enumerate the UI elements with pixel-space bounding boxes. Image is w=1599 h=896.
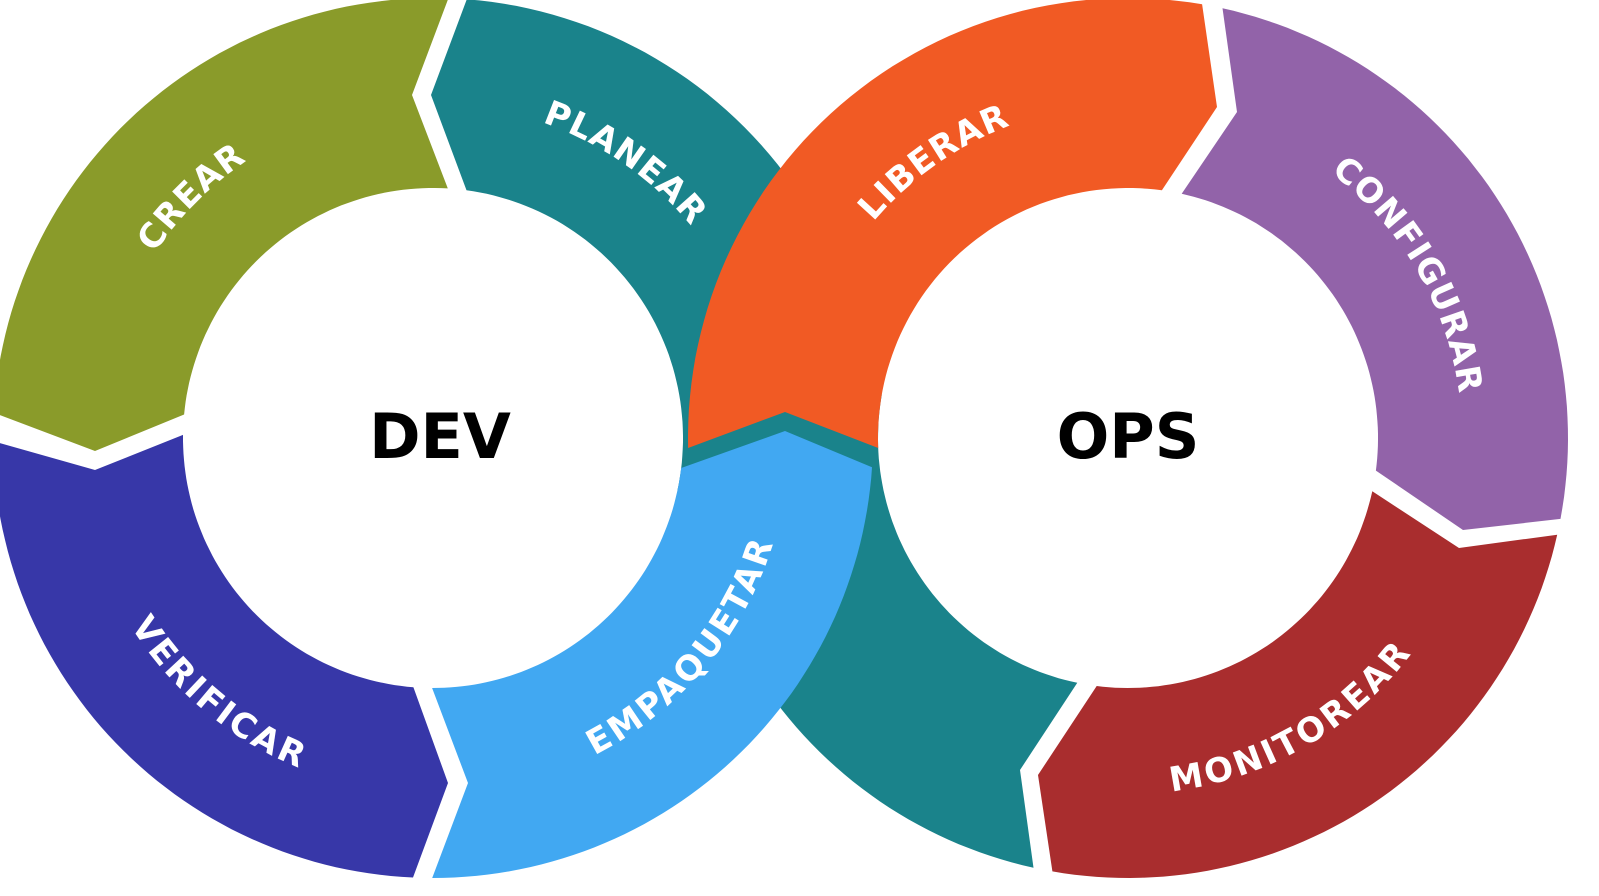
crear-segment <box>0 0 448 451</box>
ops-title: OPS <box>1057 400 1200 473</box>
verificar-segment <box>0 434 448 878</box>
empaquetar-segment <box>432 431 872 878</box>
segments <box>0 0 1568 878</box>
monitorear-segment <box>1038 491 1558 878</box>
configurar-segment <box>1181 8 1568 531</box>
liberar-segment <box>688 0 1217 448</box>
dev-title: DEV <box>369 400 511 473</box>
